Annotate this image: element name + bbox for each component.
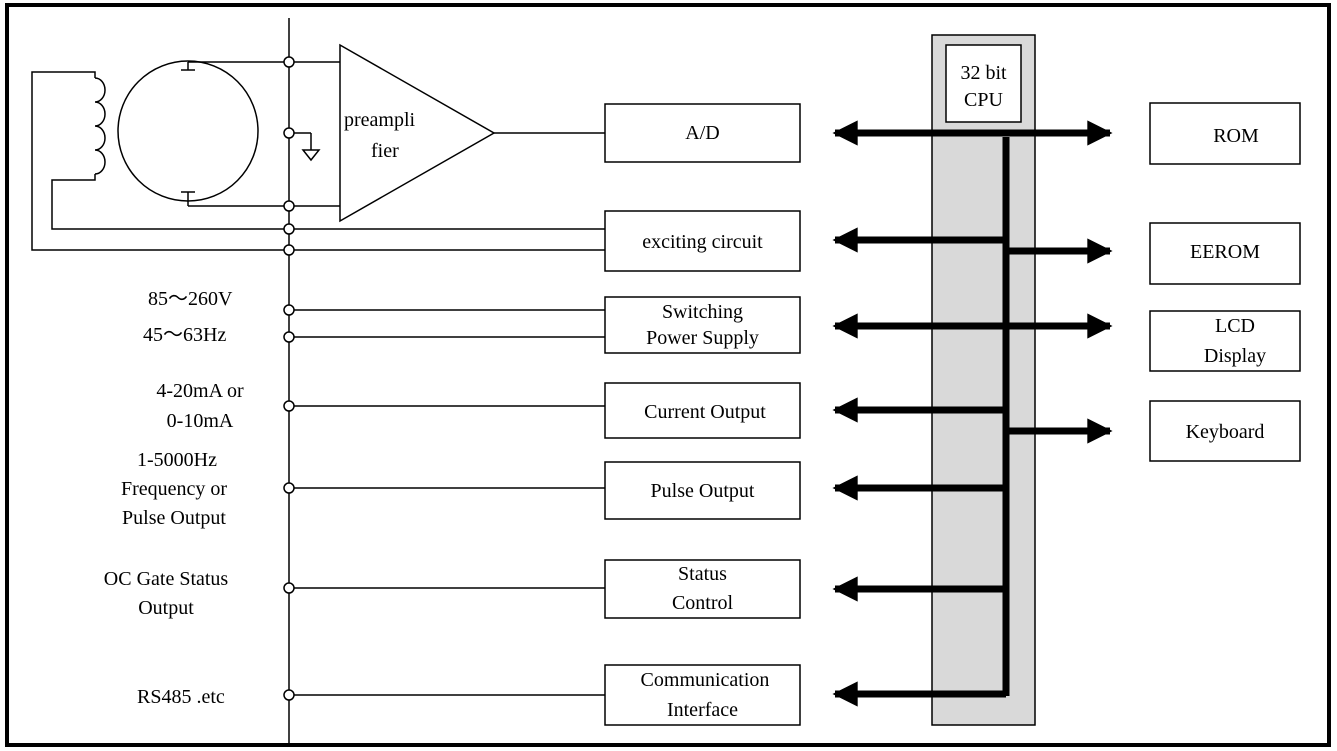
current-output-label: Current Output (644, 401, 766, 423)
status-control-block (604, 559, 801, 619)
comm-label-line1: Communication (641, 669, 770, 691)
rom-label: ROM (1213, 125, 1259, 147)
cpu-label-line1: 32 bit (960, 62, 1007, 84)
pulse-output-block (604, 461, 801, 520)
oc-gate-label-line2: Output (138, 597, 194, 619)
preamp-label-line2: fier (371, 140, 399, 162)
lcd-label-line1: LCD (1215, 315, 1255, 337)
preamplifier (339, 43, 496, 223)
rs485-label: RS485 .etc (137, 686, 225, 708)
communication-interface-block (604, 664, 801, 726)
switching-label-line1: Switching (662, 301, 743, 323)
terminal-node (283, 56, 295, 68)
ground-icon (289, 132, 321, 162)
lcd-label-line2: Display (1204, 345, 1266, 367)
eerom-block (1149, 222, 1301, 285)
terminal-nodes (283, 56, 295, 701)
outer-frame (5, 3, 1331, 747)
cpu-box (945, 44, 1022, 123)
lcd-display-block (1149, 310, 1301, 372)
terminal-node (283, 331, 295, 343)
switching-power-supply-block (604, 296, 801, 354)
io-wires (289, 228, 605, 696)
terminal-node (283, 304, 295, 316)
terminal-node (283, 127, 295, 139)
switching-label-line2: Power Supply (646, 327, 759, 349)
electrode-circle-icon (117, 60, 259, 202)
pulse-signal-label-line2: Frequency or (121, 478, 227, 500)
status-label-line2: Control (672, 592, 734, 614)
pulse-signal-label-line1: 1-5000Hz (137, 449, 217, 471)
terminal-node (283, 689, 295, 701)
current-output-block (604, 382, 801, 439)
current-signal-label-line2: 0-10mA (167, 410, 234, 432)
terminal-node (283, 582, 295, 594)
exciting-circuit-block (604, 210, 801, 272)
oc-gate-label-line1: OC Gate Status (104, 568, 229, 590)
status-label-line1: Status (678, 563, 727, 585)
cpu-label-line2: CPU (964, 89, 1003, 111)
rom-block (1149, 102, 1301, 165)
terminal-node (283, 400, 295, 412)
preamp-label-line1: preampli (344, 109, 416, 131)
ad-label: A/D (685, 122, 719, 144)
exciting-label: exciting circuit (642, 231, 763, 253)
comm-label-line2: Interface (667, 699, 738, 721)
flow-sensor (31, 60, 289, 251)
terminal-node (283, 482, 295, 494)
keyboard-label: Keyboard (1186, 421, 1265, 443)
terminal-node (283, 244, 295, 256)
terminal-node (283, 200, 295, 212)
current-signal-label-line1: 4-20mA or (156, 380, 244, 402)
keyboard-block (1149, 400, 1301, 462)
power-voltage-label: 85～260V (148, 288, 233, 310)
ad-converter-block (604, 103, 801, 163)
eerom-label: EEROM (1190, 241, 1260, 263)
cpu-panel (931, 34, 1036, 726)
pulse-output-label: Pulse Output (651, 480, 755, 502)
power-frequency-label: 45～63Hz (143, 324, 226, 346)
terminal-node (283, 223, 295, 235)
excitation-coil-icon (94, 77, 106, 175)
pulse-signal-label-line3: Pulse Output (122, 507, 226, 529)
